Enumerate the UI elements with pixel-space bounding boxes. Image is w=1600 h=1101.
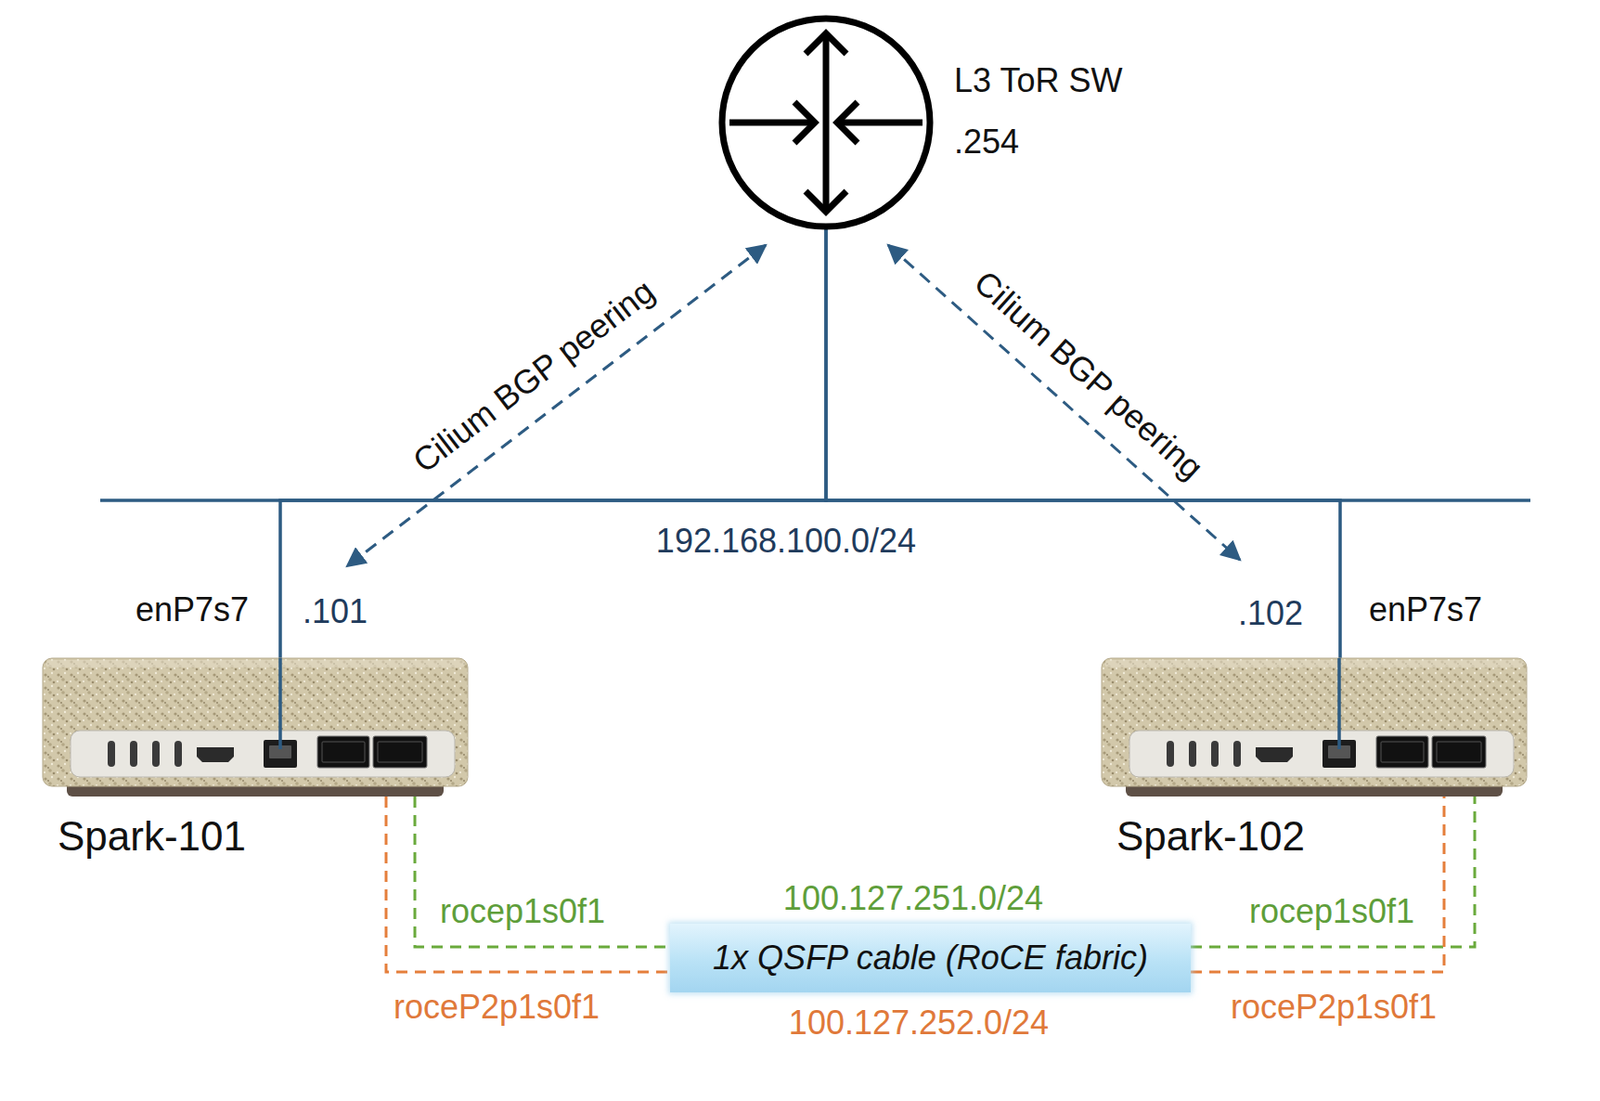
qsfp-cage [322, 741, 365, 762]
router-arrow [729, 119, 813, 127]
network-link [1190, 796, 1445, 972]
rj45-contacts [269, 745, 292, 759]
interface-name: rocep1s0f1 [1249, 891, 1415, 930]
router-arrow [823, 33, 830, 212]
usb-c-port [107, 740, 116, 767]
ip-suffix: .101 [302, 592, 368, 631]
device-highlight [1104, 659, 1524, 668]
subnet-label: 100.127.252.0/24 [788, 1003, 1049, 1042]
network-link [386, 796, 671, 972]
device-body [42, 658, 468, 787]
interface-name: roceP2p1s0f1 [393, 987, 600, 1026]
router-arrow [838, 119, 923, 127]
device-panel [70, 730, 455, 777]
device-base [66, 780, 444, 797]
qsfp-cage [377, 741, 423, 762]
cable-box: 1x QSFP cable (RoCE fabric) [670, 923, 1191, 993]
hdmi-port [1255, 747, 1293, 762]
device-body [1101, 658, 1527, 787]
peering-arrow [888, 245, 1240, 560]
usb-c-port [1166, 740, 1175, 767]
device-base [1125, 780, 1503, 797]
router-symbol: L3 ToR SW.254 [716, 12, 936, 233]
spark-device: Spark-101 [42, 658, 468, 797]
router-icon [716, 12, 936, 233]
rj45-contacts [1328, 745, 1351, 759]
usb-c-port [174, 740, 182, 767]
usb-c-port [1188, 740, 1197, 767]
subnet-label: 192.168.100.0/24 [656, 521, 917, 560]
device-name: Spark-102 [1116, 812, 1305, 861]
interface-name: enP7s7 [1368, 590, 1483, 629]
ip-suffix: .254 [954, 122, 1020, 161]
usb-c-port [152, 740, 160, 767]
peering-label: Cilium BGP peering [967, 262, 1212, 487]
qsfp-cage [1436, 741, 1482, 762]
router-arrow [837, 102, 858, 143]
port-wire [1337, 658, 1342, 749]
device-panel [1129, 730, 1514, 777]
device-name: Spark-101 [57, 812, 246, 861]
qsfp-port [1432, 735, 1486, 768]
usb-c-port [1211, 740, 1219, 767]
peering-label: Cilium BGP peering [405, 271, 662, 481]
subnet-label: 100.127.251.0/24 [783, 878, 1044, 917]
router-circle [722, 18, 930, 227]
device-highlight [45, 659, 465, 668]
cable-label: 1x QSFP cable (RoCE fabric) [712, 938, 1149, 977]
device-name: L3 ToR SW [954, 61, 1123, 100]
usb-c-port [129, 740, 138, 767]
qsfp-cage [1380, 741, 1424, 762]
router-arrow [805, 33, 847, 54]
usb-c-port [1233, 740, 1241, 767]
router-arrow [805, 191, 847, 212]
network-link [825, 228, 1341, 659]
hdmi-port [196, 747, 234, 762]
qsfp-port [373, 735, 427, 768]
device-illustration [42, 658, 468, 797]
interface-name: roceP2p1s0f1 [1230, 987, 1437, 1026]
ip-suffix: .102 [1238, 593, 1304, 633]
rj45-port [263, 739, 297, 768]
device-illustration [1101, 658, 1527, 797]
network-link [280, 228, 826, 659]
spark-device: Spark-102 [1101, 658, 1527, 797]
network-link [1190, 796, 1475, 947]
qsfp-port [1376, 735, 1429, 768]
peering-arrow [347, 245, 766, 567]
interface-name: enP7s7 [135, 590, 249, 629]
qsfp-port [317, 735, 370, 768]
network-link [414, 796, 671, 947]
interface-name: rocep1s0f1 [439, 891, 606, 930]
router-arrow [794, 102, 815, 143]
port-wire [278, 658, 283, 749]
rj45-port [1322, 739, 1356, 768]
